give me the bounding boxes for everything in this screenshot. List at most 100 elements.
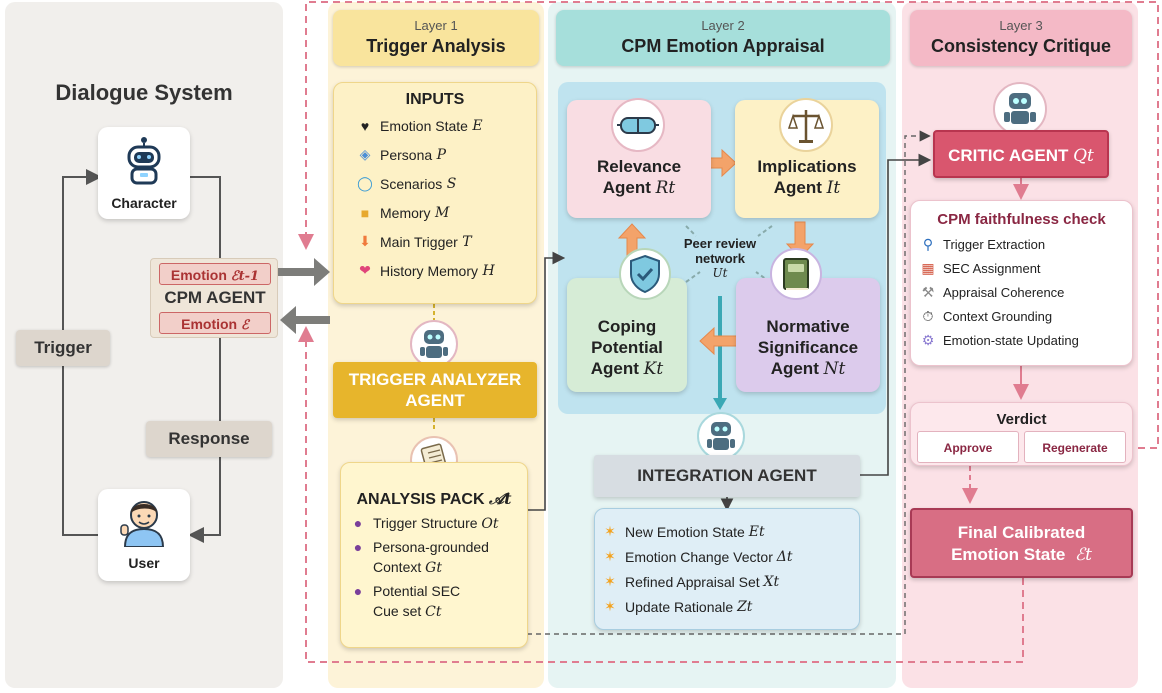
analyzer-robot-icon bbox=[410, 320, 458, 368]
input-item-label: Main Trigger bbox=[380, 233, 458, 250]
critic-agent-title: CRITIC AGENT bbox=[948, 146, 1069, 165]
relevance-symbol: Rt bbox=[655, 178, 676, 198]
layer2-label: Layer 2 bbox=[701, 18, 745, 33]
user-card: User bbox=[98, 489, 190, 581]
pack-item-line: Potential SEC bbox=[373, 583, 461, 599]
character-label: Character bbox=[111, 195, 177, 211]
output-item-label: Refined Appraisal Set bbox=[625, 573, 760, 590]
character-robot-icon bbox=[127, 137, 161, 185]
layer2-title: CPM Emotion Appraisal bbox=[621, 36, 825, 56]
gear-icon: ⚙ bbox=[921, 331, 935, 348]
output-item: ✶Refined Appraisal Set Xt bbox=[601, 569, 859, 594]
emotion-prev-label: Emotion bbox=[170, 267, 227, 283]
regenerate-button[interactable]: Regenerate bbox=[1024, 431, 1126, 463]
analysis-pack-symbol: 𝒜t bbox=[488, 489, 512, 508]
input-item-symbol: T bbox=[462, 233, 472, 250]
layer3-label: Layer 3 bbox=[999, 18, 1043, 33]
coping-agent-card: Coping Potential Agent Kt bbox=[567, 248, 687, 392]
critic-agent: CRITIC AGENT Qt bbox=[933, 130, 1109, 178]
implications-agent-card: Implications Agent It bbox=[735, 98, 879, 218]
sun-icon: ✶ bbox=[604, 598, 616, 614]
dialogue-system-title: Dialogue System bbox=[55, 80, 233, 105]
masks-icon: ◈ bbox=[359, 146, 371, 162]
input-item-symbol: S bbox=[446, 175, 457, 192]
output-item-label: Emotion Change Vector bbox=[625, 548, 773, 565]
input-item: ♥ Emotion State E bbox=[356, 111, 536, 140]
trigger-analyzer-agent: TRIGGER ANALYZER AGENT bbox=[333, 362, 537, 418]
output-item: ✶ Emotion Change Vector Δt bbox=[601, 544, 859, 569]
relevance-line2: Agent bbox=[602, 178, 651, 197]
normative-line3: Agent bbox=[770, 359, 819, 378]
normative-line2: Significance bbox=[757, 338, 859, 357]
coping-symbol: Kt bbox=[643, 359, 664, 379]
goggles-icon bbox=[611, 98, 665, 152]
final-line2: Emotion State bbox=[951, 545, 1066, 564]
sun-icon: ✶ bbox=[604, 523, 616, 539]
output-item: ✶New Emotion State Et bbox=[601, 519, 859, 544]
peer-review-symbol: Ut bbox=[712, 266, 728, 280]
final-emotion-state: Final Calibrated Emotion State ℰt bbox=[910, 508, 1133, 578]
faithfulness-check-title: CPM faithfulness check bbox=[937, 211, 1106, 228]
emotion-prev-symbol: ℰt-1 bbox=[230, 269, 260, 284]
input-item: ■ Memory M bbox=[356, 198, 536, 227]
input-item: ◯ Scenarios S bbox=[356, 169, 536, 198]
book-icon bbox=[770, 248, 822, 300]
check-item-label: Trigger Extraction bbox=[943, 236, 1046, 252]
pack-item-line: Trigger Structure bbox=[373, 515, 478, 531]
pack-item-line: Persona-grounded bbox=[373, 539, 489, 555]
layer2-header: Layer 2 CPM Emotion Appraisal bbox=[556, 10, 890, 66]
coping-line3: Agent bbox=[590, 359, 639, 378]
output-item-symbol: Δt bbox=[776, 548, 793, 565]
response-box: Response bbox=[146, 421, 272, 457]
analysis-pack-box: ANALYSIS PACK 𝒜t ● Trigger Structure Ot … bbox=[340, 462, 528, 648]
tools-icon: ⚒ bbox=[921, 283, 935, 300]
folder-icon: ■ bbox=[360, 204, 370, 221]
emotion-tag: Emotion ℰ bbox=[159, 312, 271, 334]
emotion-prev-tag: Emotion ℰt-1 bbox=[159, 263, 271, 285]
integration-robot-icon bbox=[697, 412, 745, 460]
normative-symbol: Nt bbox=[823, 359, 846, 379]
user-avatar-icon bbox=[120, 501, 165, 547]
check-item: ⚒Appraisal Coherence bbox=[919, 280, 1132, 304]
emotion-symbol: ℰ bbox=[241, 318, 249, 333]
user-label: User bbox=[128, 555, 160, 571]
input-item-label: Memory bbox=[380, 204, 431, 221]
output-item: ✶Update Rationale Zt bbox=[601, 594, 859, 619]
coping-line2: Potential bbox=[591, 338, 663, 357]
joystick-icon: ● bbox=[353, 539, 363, 555]
check-item-label: SEC Assignment bbox=[943, 260, 1041, 276]
input-item-label: History Memory bbox=[380, 262, 479, 279]
analysis-pack-title: ANALYSIS PACK 𝒜t bbox=[341, 489, 527, 509]
pack-item-symbol: Ct bbox=[425, 604, 442, 620]
output-item-label: New Emotion State bbox=[625, 523, 745, 540]
pack-item: ● Trigger Structure Ot bbox=[349, 513, 527, 534]
input-item: ❤ History Memory H bbox=[356, 256, 536, 285]
check-item-label: Emotion-state Updating bbox=[943, 332, 1079, 348]
verdict-title: Verdict bbox=[996, 411, 1047, 428]
inputs-title: INPUTS bbox=[405, 91, 465, 108]
hearts-icon: ❤ bbox=[359, 262, 371, 278]
check-item-label: Context Grounding bbox=[943, 308, 1053, 324]
relevance-agent-card: Relevance Agent Rt bbox=[567, 98, 711, 218]
character-card: Character bbox=[98, 127, 190, 219]
joystick-icon: ● bbox=[353, 515, 363, 531]
input-item-label: Persona bbox=[380, 146, 433, 163]
bar-chart-icon: ▦ bbox=[921, 259, 935, 276]
sun-icon: ✶ bbox=[604, 548, 616, 564]
approve-button[interactable]: Approve bbox=[917, 431, 1019, 463]
normative-agent-card: Normative Significance Agent Nt bbox=[736, 248, 880, 392]
pack-item-symbol: Gt bbox=[425, 560, 442, 576]
check-item: ⏱Context Grounding bbox=[919, 304, 1132, 328]
input-item-label: Emotion State bbox=[380, 117, 468, 134]
pack-item-symbol: Ot bbox=[481, 516, 499, 532]
input-item-symbol: P bbox=[436, 146, 447, 163]
implications-symbol: It bbox=[826, 178, 841, 198]
input-item-symbol: M bbox=[435, 204, 450, 221]
integration-outputs-box: ✶New Emotion State Et ✶Emotion Change Ve… bbox=[594, 508, 860, 630]
check-item: ▦ SEC Assignment bbox=[919, 256, 1132, 280]
trigger-box: Trigger bbox=[16, 330, 110, 366]
scales-icon bbox=[779, 98, 833, 152]
implications-line2: Agent bbox=[773, 178, 822, 197]
